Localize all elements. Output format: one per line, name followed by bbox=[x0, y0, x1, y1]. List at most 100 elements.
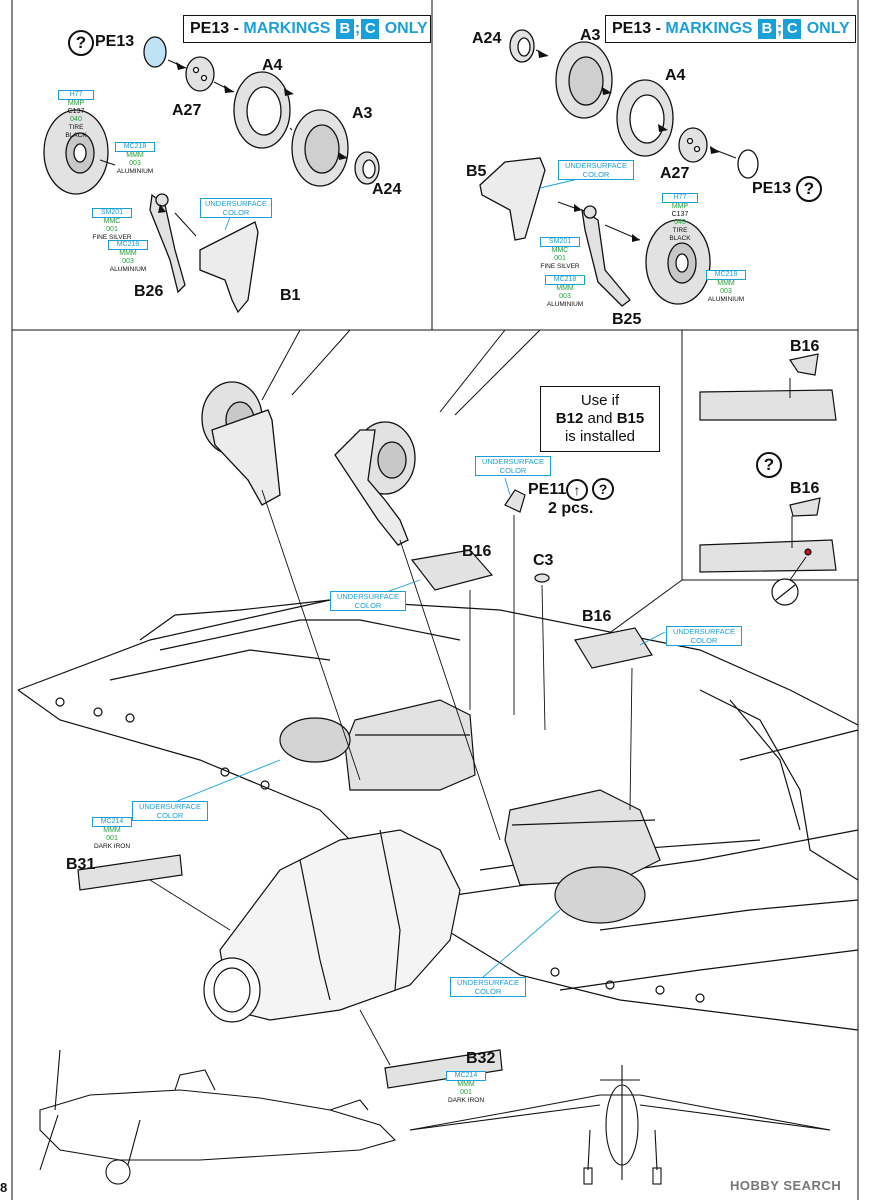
part-label-pe13: PE13 bbox=[95, 33, 135, 50]
part-label-b16: B16 bbox=[582, 608, 612, 625]
paint-code: MMM bbox=[457, 1081, 475, 1088]
part-label-a27: A27 bbox=[660, 165, 690, 182]
marking-c-badge: C bbox=[361, 19, 380, 39]
note-line-2: B12 and B15 bbox=[541, 410, 659, 428]
note-and: and bbox=[583, 410, 617, 427]
banner-markings: MARKINGS bbox=[665, 20, 753, 37]
part-label-c3: C3 bbox=[533, 552, 554, 569]
banner-prefix: PE13 - bbox=[190, 20, 244, 37]
marking-c-badge: C bbox=[783, 19, 802, 39]
undersurface-label-b16a: UNDERSURFACE COLOR bbox=[330, 591, 406, 611]
paint-name: ALUMINIUM bbox=[116, 168, 154, 175]
paint-code: MC218 bbox=[706, 270, 746, 280]
paint-code: 003 bbox=[720, 288, 732, 295]
part-label-a3: A3 bbox=[580, 27, 601, 44]
paint-code: MMC bbox=[103, 218, 121, 225]
undersurface-label-tr: UNDERSURFACE COLOR bbox=[558, 160, 634, 180]
paint-code: MC218 bbox=[545, 275, 585, 285]
paint-callout-strut-silver-left: SM201 MMC 001 FINE SILVER bbox=[92, 208, 132, 242]
markings-banner-left: PE13 - MARKINGS B;C ONLY bbox=[183, 15, 431, 43]
paint-callout-hub-left: MC218 MMM 003 ALUMINIUM bbox=[115, 142, 155, 176]
marking-b-badge: B bbox=[335, 19, 354, 39]
paint-code: SM201 bbox=[92, 208, 132, 218]
note-line-1: Use if bbox=[580, 392, 620, 409]
part-label-a24: A24 bbox=[472, 30, 502, 47]
paint-code: H77 bbox=[662, 193, 698, 203]
paint-callout-tire-left: H77 MMP C137 040 TIRE BLACK bbox=[58, 90, 94, 140]
part-label-a3: A3 bbox=[352, 105, 373, 122]
paint-code: MMC bbox=[551, 247, 569, 254]
watermark: HOBBY SEARCH bbox=[730, 1178, 842, 1193]
paint-code: 001 bbox=[460, 1089, 472, 1096]
paint-name: TIRE BLACK bbox=[65, 124, 87, 139]
paint-name: TIRE BLACK bbox=[669, 227, 691, 242]
part-label-pe11: PE11 bbox=[528, 481, 567, 498]
paint-code: C137 bbox=[67, 108, 85, 115]
paint-code: MC214 bbox=[92, 817, 132, 827]
paint-name: FINE SILVER bbox=[540, 263, 580, 270]
paint-code: H77 bbox=[58, 90, 94, 100]
paint-name: ALUMINIUM bbox=[707, 296, 745, 303]
pe11-quantity: 2 pcs. bbox=[548, 500, 594, 517]
paint-callout-exhaust-left: MC214 MMM 001 DARK IRON bbox=[92, 817, 132, 851]
part-label-b25: B25 bbox=[612, 311, 642, 328]
up-arrow-icon: ↑ bbox=[566, 479, 588, 501]
paint-code: C137 bbox=[671, 211, 689, 218]
part-label-a27: A27 bbox=[172, 102, 202, 119]
paint-code: MMM bbox=[119, 250, 137, 257]
paint-code: 003 bbox=[122, 258, 134, 265]
part-label-a4: A4 bbox=[665, 67, 686, 84]
paint-code: 003 bbox=[559, 293, 571, 300]
paint-callout-hub-right: MC218 MMM 003 ALUMINIUM bbox=[706, 270, 746, 304]
part-label-b32: B32 bbox=[466, 1050, 496, 1067]
part-label-b16: B16 bbox=[790, 480, 820, 497]
paint-code: MC218 bbox=[115, 142, 155, 152]
paint-code: SM201 bbox=[540, 237, 580, 247]
paint-callout-strut-silver-right: SM201 MMC 001 FINE SILVER bbox=[540, 237, 580, 271]
undersurface-label-wheelwell-left: UNDERSURFACE COLOR bbox=[132, 801, 208, 821]
undersurface-label-tl: UNDERSURFACE COLOR bbox=[200, 198, 272, 218]
optional-question-icon: ? bbox=[796, 176, 822, 202]
paint-callout-exhaust-right: MC214 MMM 001 DARK IRON bbox=[446, 1071, 486, 1105]
banner-markings: MARKINGS bbox=[243, 20, 331, 37]
paint-code: MMP bbox=[67, 100, 85, 107]
part-label-b31: B31 bbox=[66, 856, 96, 873]
paint-code: 001 bbox=[106, 835, 118, 842]
paint-code: MMM bbox=[103, 827, 121, 834]
paint-name: DARK IRON bbox=[447, 1097, 485, 1104]
paint-callout-strut-alu-left: MC218 MMM 003 ALUMINIUM bbox=[108, 240, 148, 274]
banner-prefix: PE13 - bbox=[612, 20, 666, 37]
banner-sep: ; bbox=[776, 20, 783, 37]
paint-code: MMP bbox=[671, 203, 689, 210]
paint-code: 001 bbox=[106, 226, 118, 233]
part-label-b16: B16 bbox=[790, 338, 820, 355]
note-part-b15: B15 bbox=[616, 410, 645, 427]
note-line-3: is installed bbox=[564, 428, 636, 445]
paint-code: 040 bbox=[70, 116, 82, 123]
paint-code: MC214 bbox=[446, 1071, 486, 1081]
note-part-b12: B12 bbox=[555, 410, 584, 427]
paint-name: FINE SILVER bbox=[92, 234, 132, 241]
optional-question-icon: ? bbox=[756, 452, 782, 478]
paint-name: ALUMINIUM bbox=[546, 301, 584, 308]
part-label-b26: B26 bbox=[134, 283, 164, 300]
part-label-pe13: PE13 bbox=[752, 180, 792, 197]
paint-code: MC218 bbox=[108, 240, 148, 250]
part-label-a24: A24 bbox=[372, 181, 402, 198]
page-number: 8 bbox=[0, 1180, 8, 1195]
paint-name: ALUMINIUM bbox=[109, 266, 147, 273]
banner-sep: ; bbox=[354, 20, 361, 37]
undersurface-label-b16b: UNDERSURFACE COLOR bbox=[666, 626, 742, 646]
banner-only: ONLY bbox=[806, 20, 850, 37]
paint-name: DARK IRON bbox=[93, 843, 131, 850]
part-label-a4: A4 bbox=[262, 57, 283, 74]
banner-only: ONLY bbox=[384, 20, 428, 37]
paint-callout-strut-alu-right: MC218 MMM 003 ALUMINIUM bbox=[545, 275, 585, 309]
part-label-b1: B1 bbox=[280, 287, 301, 304]
undersurface-label-wheelwell-right: UNDERSURFACE COLOR bbox=[450, 977, 526, 997]
undersurface-label-pe11: UNDERSURFACE COLOR bbox=[475, 456, 551, 476]
optional-question-icon: ? bbox=[68, 30, 94, 56]
paint-code: 001 bbox=[554, 255, 566, 262]
paint-code: MMM bbox=[717, 280, 735, 287]
